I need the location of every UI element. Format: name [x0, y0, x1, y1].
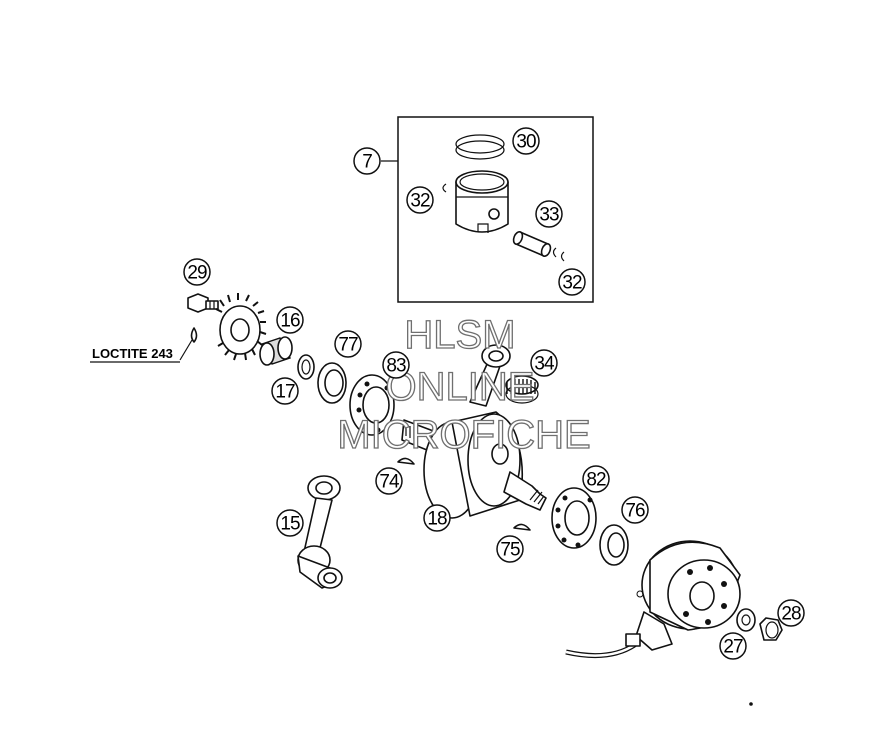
svg-text:28: 28: [781, 604, 801, 625]
gear-bolt: [187, 293, 219, 313]
svg-text:7: 7: [362, 152, 372, 173]
primary-gear: [215, 293, 267, 361]
crankshaft-assembly: [401, 344, 547, 519]
callout-18: 18: [423, 504, 451, 532]
watermark-line2: ONLINE: [386, 365, 535, 409]
callout-74: 74: [375, 467, 403, 495]
connecting-rod: [297, 475, 343, 589]
svg-text:29: 29: [187, 263, 207, 284]
stray-dot: [749, 702, 753, 706]
callouts: 7 30 32 33 32 29 16 77 17 83 34 74 82 76…: [183, 127, 805, 660]
callout-77: 77: [334, 330, 362, 358]
svg-text:18: 18: [427, 509, 447, 530]
svg-text:76: 76: [625, 501, 645, 522]
callout-28: 28: [777, 599, 805, 627]
callout-30: 30: [512, 127, 540, 155]
svg-text:16: 16: [280, 311, 300, 332]
spacer-bushing: [259, 336, 293, 366]
woodruff-key-left: [397, 457, 415, 465]
svg-text:27: 27: [723, 637, 743, 658]
callout-34: 34: [530, 349, 558, 377]
rotor-nut: [759, 617, 783, 641]
svg-text:77: 77: [338, 335, 358, 356]
watermark: HLSM ONLINE MICROFICHE: [337, 312, 592, 457]
circlip-left: [442, 183, 447, 193]
watermark-line3: MICROFICHE: [337, 413, 590, 457]
callout-7: 7: [353, 147, 381, 175]
callout-75: 75: [496, 535, 524, 563]
callout-76: 76: [621, 496, 649, 524]
lock-washer: [190, 327, 198, 343]
piston-kit-box: [397, 116, 594, 303]
callout-32-upper: 32: [406, 186, 434, 214]
piston-pin: [512, 230, 552, 258]
callout-17: 17: [271, 377, 299, 405]
svg-text:74: 74: [379, 472, 400, 493]
woodruff-key-right: [513, 523, 531, 531]
loctite-note: LOCTITE 243: [92, 346, 173, 361]
callout-15: 15: [276, 509, 304, 537]
ignition-rotor: [565, 540, 741, 659]
callout-83: 83: [382, 351, 410, 379]
svg-text:32: 32: [410, 191, 430, 212]
svg-text:34: 34: [534, 354, 555, 375]
washer: [736, 608, 756, 632]
callout-33: 33: [535, 200, 563, 228]
piston-ring: [455, 134, 505, 160]
callout-16: 16: [276, 306, 304, 334]
watermark-line1: HLSM: [404, 313, 515, 357]
svg-text:75: 75: [500, 540, 520, 561]
svg-text:15: 15: [280, 514, 300, 535]
main-bearing-right: [551, 487, 597, 549]
needle-bearing: [505, 375, 539, 404]
loctite-leader: [179, 339, 193, 361]
circlip-right: [552, 247, 565, 262]
callout-27: 27: [719, 632, 747, 660]
svg-text:33: 33: [539, 205, 559, 226]
svg-text:83: 83: [386, 356, 406, 377]
callout-29: 29: [183, 258, 211, 286]
svg-text:82: 82: [586, 470, 606, 491]
shaft-seal-right: [599, 524, 629, 566]
main-bearing-left: [349, 374, 395, 436]
callout-32-lower: 32: [558, 268, 586, 296]
piston: [455, 170, 509, 233]
svg-text:17: 17: [275, 382, 295, 403]
shaft-seal-left: [317, 362, 347, 404]
callout-82: 82: [582, 465, 610, 493]
svg-text:30: 30: [516, 132, 536, 153]
o-ring: [297, 354, 315, 380]
svg-text:32: 32: [562, 273, 582, 294]
